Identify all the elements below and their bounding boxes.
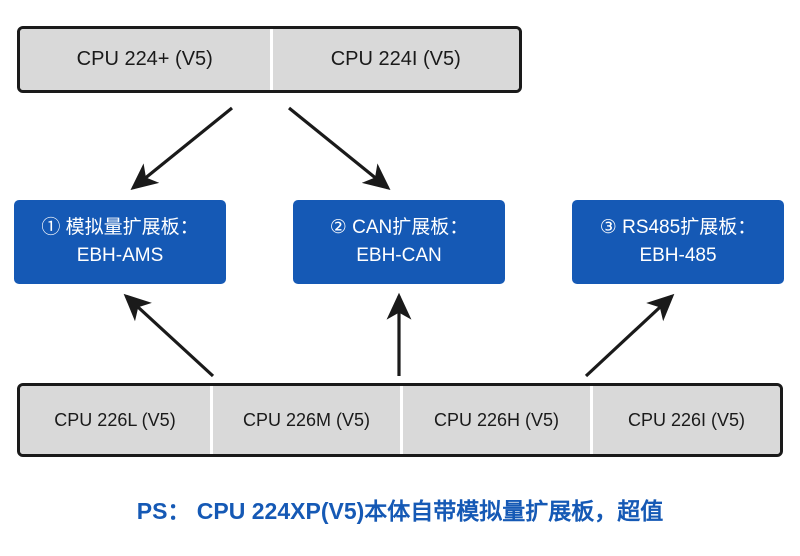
arrow-top-left-to-board-1	[130, 106, 234, 191]
board-ebh-ams: ① 模拟量扩展板： EBH-AMS	[14, 200, 226, 284]
bottom-cpu-group: CPU 226L (V5) CPU 226M (V5) CPU 226H (V5…	[17, 383, 783, 457]
board-title: ③ RS485扩展板：	[599, 217, 757, 239]
cpu-cell-226h: CPU 226H (V5)	[400, 386, 590, 454]
board-ebh-485: ③ RS485扩展板： EBH-485	[572, 200, 784, 284]
cpu-cell-label: CPU 226M (V5)	[242, 409, 371, 430]
arrow-top-right-to-board-2	[287, 106, 391, 191]
cpu-cell-label: CPU 226I (V5)	[627, 409, 746, 430]
board-model: EBH-AMS	[76, 245, 164, 266]
cpu-cell-226i: CPU 226I (V5)	[590, 386, 780, 454]
cpu-cell-224i: CPU 224I (V5)	[269, 29, 519, 90]
top-cpu-group: CPU 224+ (V5) CPU 224I (V5)	[17, 26, 522, 93]
arrow-cpu-226h-to-board-3	[584, 293, 675, 378]
cpu-cell-label: CPU 226H (V5)	[433, 409, 560, 430]
board-model: EBH-CAN	[356, 245, 442, 266]
ps-note: PS： CPU 224XP(V5)本体自带模拟量扩展板，超值	[136, 498, 664, 524]
cpu-cell-label: CPU 224I (V5)	[330, 48, 461, 70]
board-title: ② CAN扩展板：	[329, 217, 469, 239]
cpu-cell-226l: CPU 226L (V5)	[20, 386, 210, 454]
board-ebh-can: ② CAN扩展板： EBH-CAN	[293, 200, 505, 284]
cpu-cell-label: CPU 226L (V5)	[54, 409, 176, 430]
board-model: EBH-485	[639, 245, 717, 266]
cpu-cell-226m: CPU 226M (V5)	[210, 386, 400, 454]
board-title: ① 模拟量扩展板：	[41, 217, 199, 239]
cpu-cell-label: CPU 224+ (V5)	[76, 48, 213, 70]
cpu-cell-224plus: CPU 224+ (V5)	[20, 29, 270, 90]
arrow-cpu-226l-to-board-1	[123, 293, 215, 378]
